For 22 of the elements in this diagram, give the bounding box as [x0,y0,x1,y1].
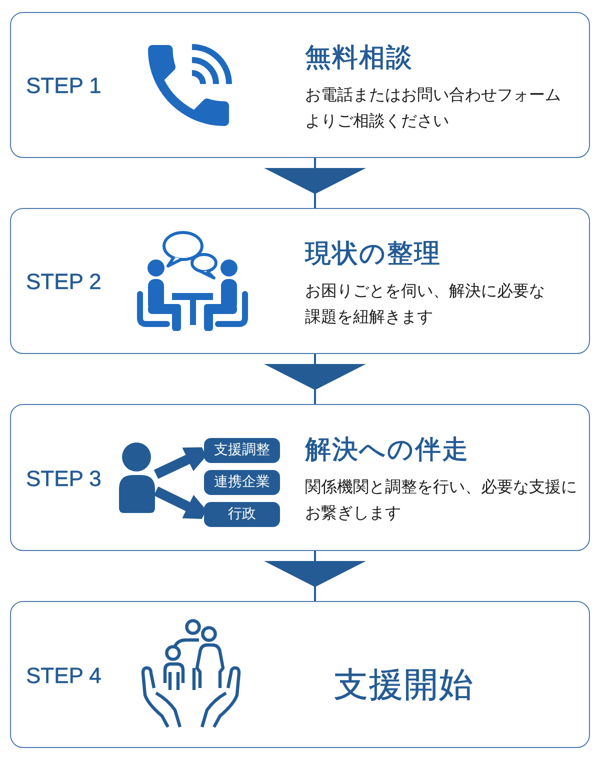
category-tag: 支援調整 [204,438,280,463]
person-icon [118,442,156,514]
step-card [10,208,590,354]
step-label: STEP 4 [26,662,102,690]
category-tag: 行政 [204,502,280,527]
category-tag: 連携企業 [204,470,280,495]
arrow [264,551,366,601]
step-title: 現状の整理 [305,238,441,270]
step-title: 支援開始 [334,664,474,706]
step-label: STEP 2 [26,268,102,296]
step-label: STEP 1 [26,72,102,100]
step-card [10,404,590,551]
step-title: 無料相談 [305,42,413,74]
step-card [10,12,590,158]
arrow [264,158,366,208]
arrow [264,354,366,404]
step-description: お電話またはお問い合わせフォームよりご相談ください [305,84,562,132]
step-description: お困りごとを伺い、解決に必要な課題を紐解きます [305,280,546,328]
step-title: 解決への伴走 [305,434,469,466]
step-label: STEP 3 [26,465,102,493]
step-card [10,601,590,748]
step-description: 関係機関と調整を行い、必要な支援にお繋ぎします [305,476,578,524]
